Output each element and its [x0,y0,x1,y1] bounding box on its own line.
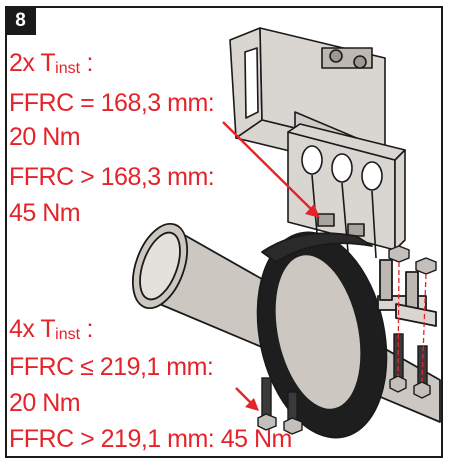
loose-bolts [257,377,303,435]
torque-count-bottom: 4x Tinst : [9,312,93,352]
pipe-clamp [256,231,437,439]
torque-subscript: inst [55,326,81,343]
spec-value-2: 45 Nm [9,199,81,227]
torque-count-top: 2x Tinst : [9,46,93,86]
step-number-badge: 8 [5,6,36,35]
bolt-axis-lines [397,261,427,383]
spec-line-2: FFRC > 168,3 mm: [9,163,215,191]
torque-arrow-top [222,121,320,218]
torque-arrow-bottom [235,387,259,411]
torque-colon: : [80,49,94,77]
spec-value-3: 20 Nm [9,389,81,417]
torque-subscript: inst [55,60,81,77]
spec-line-3: FFRC ≤ 219,1 mm: [9,353,214,381]
torque-count-label: 4x T [9,315,56,343]
spec-value-1: 20 Nm [9,123,81,151]
slotted-support [287,123,406,259]
spec-line-1: FFRC = 168,3 mm: [9,89,215,117]
torque-count-label: 2x T [9,49,56,77]
spec-line-4: FFRC > 219,1 mm: 45 Nm [9,425,292,453]
torque-colon: : [80,315,94,343]
